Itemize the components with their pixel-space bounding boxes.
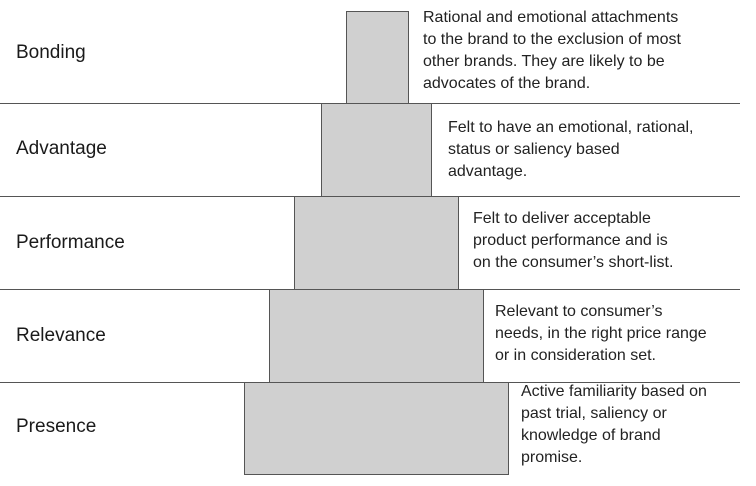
pyramid-bar-performance [294, 196, 459, 290]
stage-description-performance: Felt to deliver acceptable product perfo… [473, 210, 674, 271]
stage-label-bonding: Bonding [16, 42, 86, 63]
stage-label-presence: Presence [16, 416, 97, 437]
stage-label-performance: Performance [16, 232, 125, 253]
stage-description-presence: Active familiarity based on past trial, … [521, 383, 707, 466]
stage-description-bonding: Rational and emotional attachments to th… [423, 9, 681, 92]
stage-label-advantage: Advantage [16, 138, 107, 159]
stage-description-advantage: Felt to have an emotional, rational, sta… [448, 119, 694, 180]
pyramid-bar-presence [244, 382, 509, 475]
pyramid-bar-bonding [346, 11, 409, 104]
pyramid-bar-advantage [321, 103, 432, 197]
stage-description-relevance: Relevant to consumer’s needs, in the rig… [495, 303, 707, 364]
stage-label-relevance: Relevance [16, 325, 106, 346]
pyramid-bar-relevance [269, 289, 484, 383]
